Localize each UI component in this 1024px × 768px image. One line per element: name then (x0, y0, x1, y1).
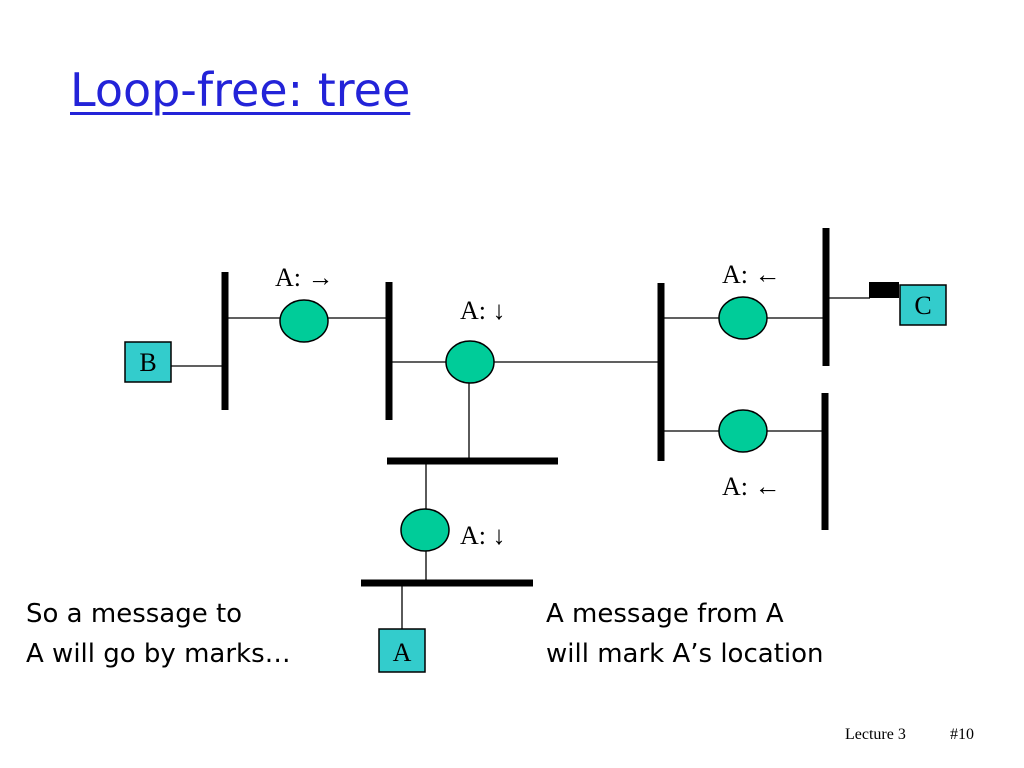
host-b-box (124, 341, 172, 383)
host-a-box (378, 628, 426, 673)
mark-lower-right: A: ← (722, 472, 781, 501)
bridge-bottom (400, 508, 450, 552)
mark-top-left: A: → (275, 263, 334, 292)
caption-right-line-1: A message from A (546, 599, 784, 629)
host-c-connector (869, 282, 899, 298)
slide-title: Loop-free: tree (70, 63, 411, 117)
mark-top-right: A: ← (722, 260, 781, 289)
bridge-top-left (279, 299, 329, 343)
footer-lecture: Lecture 3 (845, 726, 906, 743)
mark-center: A: ↓ (460, 296, 506, 325)
caption-right: A message from A will mark A’s location (546, 594, 824, 674)
footer-page-number: #10 (950, 726, 974, 743)
caption-right-line-2: will mark A’s location (546, 639, 824, 669)
host-c-box (899, 284, 947, 326)
host-c-label: C (914, 291, 931, 320)
bridge-center (445, 340, 495, 384)
bridge-lower-right (718, 409, 768, 453)
bridge-top-right (718, 296, 768, 340)
host-a-label: A (393, 638, 412, 667)
caption-left-line-2: A will go by marks… (26, 639, 291, 669)
caption-left: So a message to A will go by marks… (26, 594, 291, 674)
host-b-label: B (139, 348, 156, 377)
caption-left-line-1: So a message to (26, 599, 243, 629)
mark-bottom: A: ↓ (460, 521, 506, 550)
